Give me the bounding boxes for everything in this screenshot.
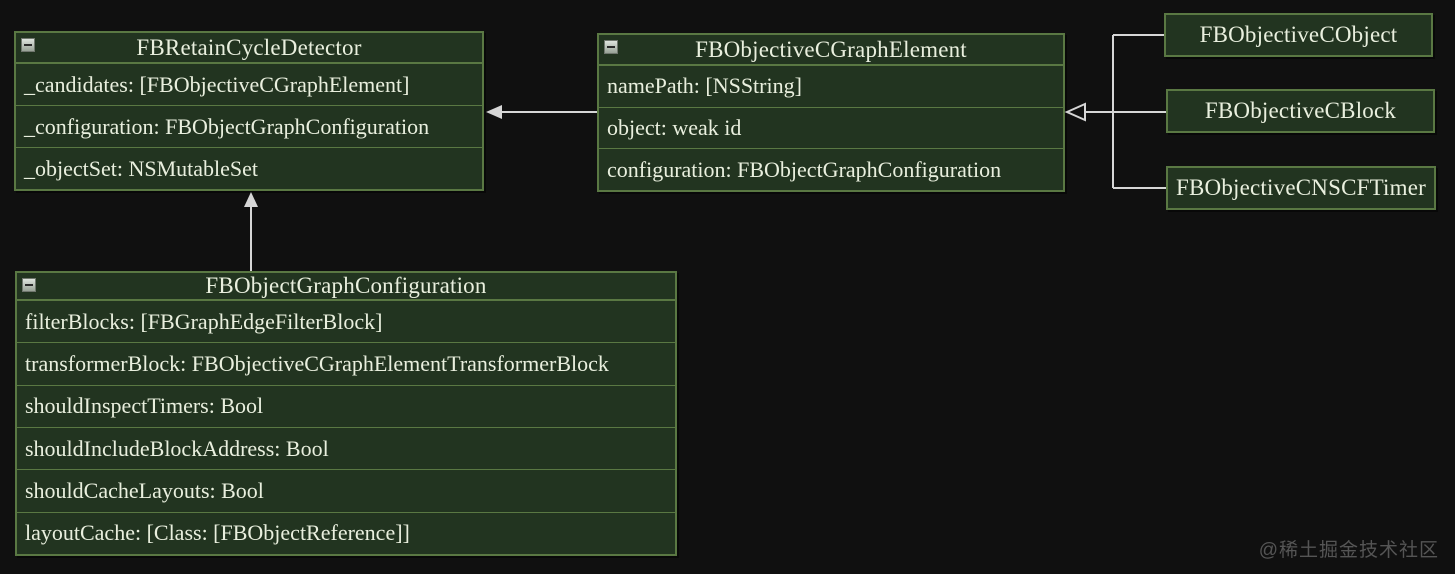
class-field: _candidates: [FBObjectiveCGraphElement] [24,71,410,97]
class-field: _objectSet: NSMutableSet [16,147,482,189]
class-title: FBObjectGraphConfiguration [205,273,487,298]
collapse-icon[interactable] [21,38,35,52]
class-box-fbobjectivecblock[interactable]: FBObjectiveCBlock [1166,89,1435,133]
class-field: transformerBlock: FBObjectiveCGraphEleme… [17,342,675,384]
class-field: namePath: [NSString] [607,73,802,99]
collapse-icon[interactable] [22,278,36,292]
class-header: FBObjectiveCGraphElement [599,35,1063,66]
class-box-fbobjectivecnscftimer[interactable]: FBObjectiveCNSCFTimer [1166,166,1436,210]
arrow-element-to-detector [486,105,597,119]
class-box-fbobjectgraphconfiguration[interactable]: FBObjectGraphConfiguration filterBlocks:… [15,271,677,556]
inheritance-subclasses-to-element [1064,34,1166,189]
class-field: configuration: FBObjectGraphConfiguratio… [599,148,1063,190]
class-title: FBObjectiveCNSCFTimer [1175,175,1426,200]
class-field: layoutCache: [Class: [FBObjectReference]… [17,511,675,554]
class-title: FBObjectiveCBlock [1204,98,1397,123]
class-title: FBObjectiveCObject [1199,22,1398,47]
class-field: shouldInspectTimers: Bool [17,384,675,427]
class-field: _configuration: FBObjectGraphConfigurati… [16,105,482,147]
class-field: shouldCacheLayouts: Bool [17,469,675,511]
class-field: object: weak id [599,106,1063,149]
class-box-fbobjectivecobject[interactable]: FBObjectiveCObject [1164,13,1433,57]
class-title: FBRetainCycleDetector [136,34,362,60]
minus-icon [607,46,615,48]
class-header: FBRetainCycleDetector [16,33,482,64]
class-box-fbobjectivecgraphelement[interactable]: FBObjectiveCGraphElement namePath: [NSSt… [597,33,1065,192]
class-field: shouldIncludeBlockAddress: Bool [17,426,675,469]
minus-icon [25,284,33,286]
collapse-icon[interactable] [604,40,618,54]
class-header: FBObjectGraphConfiguration [17,273,675,301]
watermark: @稀土掘金技术社区 [1258,540,1439,561]
arrow-config-to-detector [244,192,258,271]
class-title: FBObjectiveCGraphElement [695,36,967,62]
class-box-fbretaincycledetector[interactable]: FBRetainCycleDetector _candidates: [FBOb… [14,31,484,191]
minus-icon [24,44,32,46]
class-field: filterBlocks: [FBGraphEdgeFilterBlock] [25,308,383,334]
